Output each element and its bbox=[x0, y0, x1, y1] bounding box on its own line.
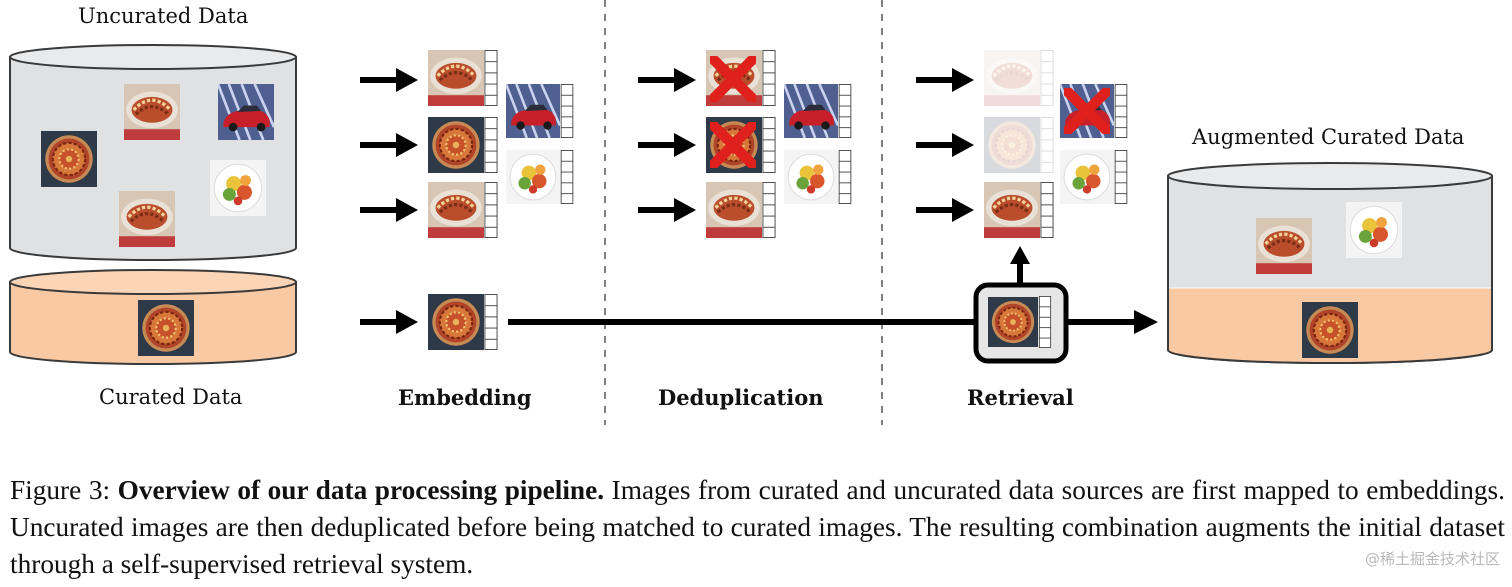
caption-title: Overview of our data processing pipeline… bbox=[117, 475, 605, 505]
stage-label-deduplication: Deduplication bbox=[658, 385, 824, 410]
uncurated-database bbox=[9, 44, 297, 261]
augmented-image-pizza bbox=[1302, 302, 1358, 358]
embedding-vector-icon bbox=[484, 294, 498, 350]
arrow-right-icon bbox=[360, 310, 418, 334]
caption-prefix: Figure 3: bbox=[10, 475, 118, 505]
figure-caption: Figure 3: Overview of our data processin… bbox=[10, 472, 1505, 583]
deduplication-stage bbox=[638, 50, 852, 238]
arrow-right-icon bbox=[916, 198, 974, 222]
curated-database bbox=[9, 269, 297, 365]
uncurated-image-car bbox=[218, 84, 274, 140]
stage-label-embedding: Embedding bbox=[398, 385, 532, 410]
watermark: @稀土掘金技术社区 bbox=[1364, 550, 1500, 568]
augmented-database bbox=[1167, 162, 1493, 364]
embedding-vector-icon bbox=[762, 117, 776, 173]
embedding-vector-icon bbox=[1114, 84, 1128, 138]
arrow-right-icon bbox=[360, 198, 418, 222]
augmented-image-salad bbox=[1346, 202, 1402, 258]
embedding-vector-icon bbox=[1114, 150, 1128, 204]
embedding-vector-icon bbox=[484, 117, 498, 173]
embedding-vector-icon bbox=[1038, 296, 1052, 348]
embedding-vector-icon bbox=[484, 50, 498, 106]
uncurated-image-dish-2 bbox=[119, 191, 175, 247]
uncurated-image-dish bbox=[124, 84, 180, 140]
stage-label-retrieval: Retrieval bbox=[967, 385, 1074, 410]
uncurated-image-pizza bbox=[41, 131, 97, 187]
curated-data-label: Curated Data bbox=[99, 385, 243, 409]
uncurated-data-label: Uncurated Data bbox=[78, 4, 249, 28]
arrow-right-icon bbox=[360, 133, 418, 157]
augmented-image-dish bbox=[1256, 218, 1312, 274]
arrow-right-icon bbox=[1134, 310, 1158, 334]
embedding-vector-icon bbox=[560, 84, 574, 138]
arrow-up-icon bbox=[1017, 262, 1023, 284]
embedding-vector-icon bbox=[762, 182, 776, 238]
embedding-vector-icon bbox=[1040, 182, 1054, 238]
embedding-stage bbox=[360, 50, 574, 350]
embedding-vector-icon bbox=[838, 150, 852, 204]
pipeline-diagram bbox=[9, 0, 1493, 425]
uncurated-image-salad bbox=[210, 160, 266, 216]
arrow-right-icon bbox=[916, 68, 974, 92]
embedding-vector-icon bbox=[560, 150, 574, 204]
curated-image-pizza bbox=[138, 300, 194, 356]
arrow-right-icon bbox=[916, 133, 974, 157]
flow-line bbox=[508, 319, 974, 325]
arrow-right-icon bbox=[638, 198, 696, 222]
embedding-vector-icon bbox=[484, 182, 498, 238]
caption-body: Images from curated and uncurated data s… bbox=[10, 475, 1506, 579]
arrow-right-icon bbox=[360, 68, 418, 92]
embedding-vector-icon bbox=[838, 84, 852, 138]
arrow-right-icon bbox=[638, 68, 696, 92]
arrow-right-icon bbox=[638, 133, 696, 157]
augmented-data-label: Augmented Curated Data bbox=[1192, 125, 1465, 149]
embedding-vector-icon bbox=[762, 50, 776, 106]
retrieval-stage bbox=[916, 50, 1158, 364]
